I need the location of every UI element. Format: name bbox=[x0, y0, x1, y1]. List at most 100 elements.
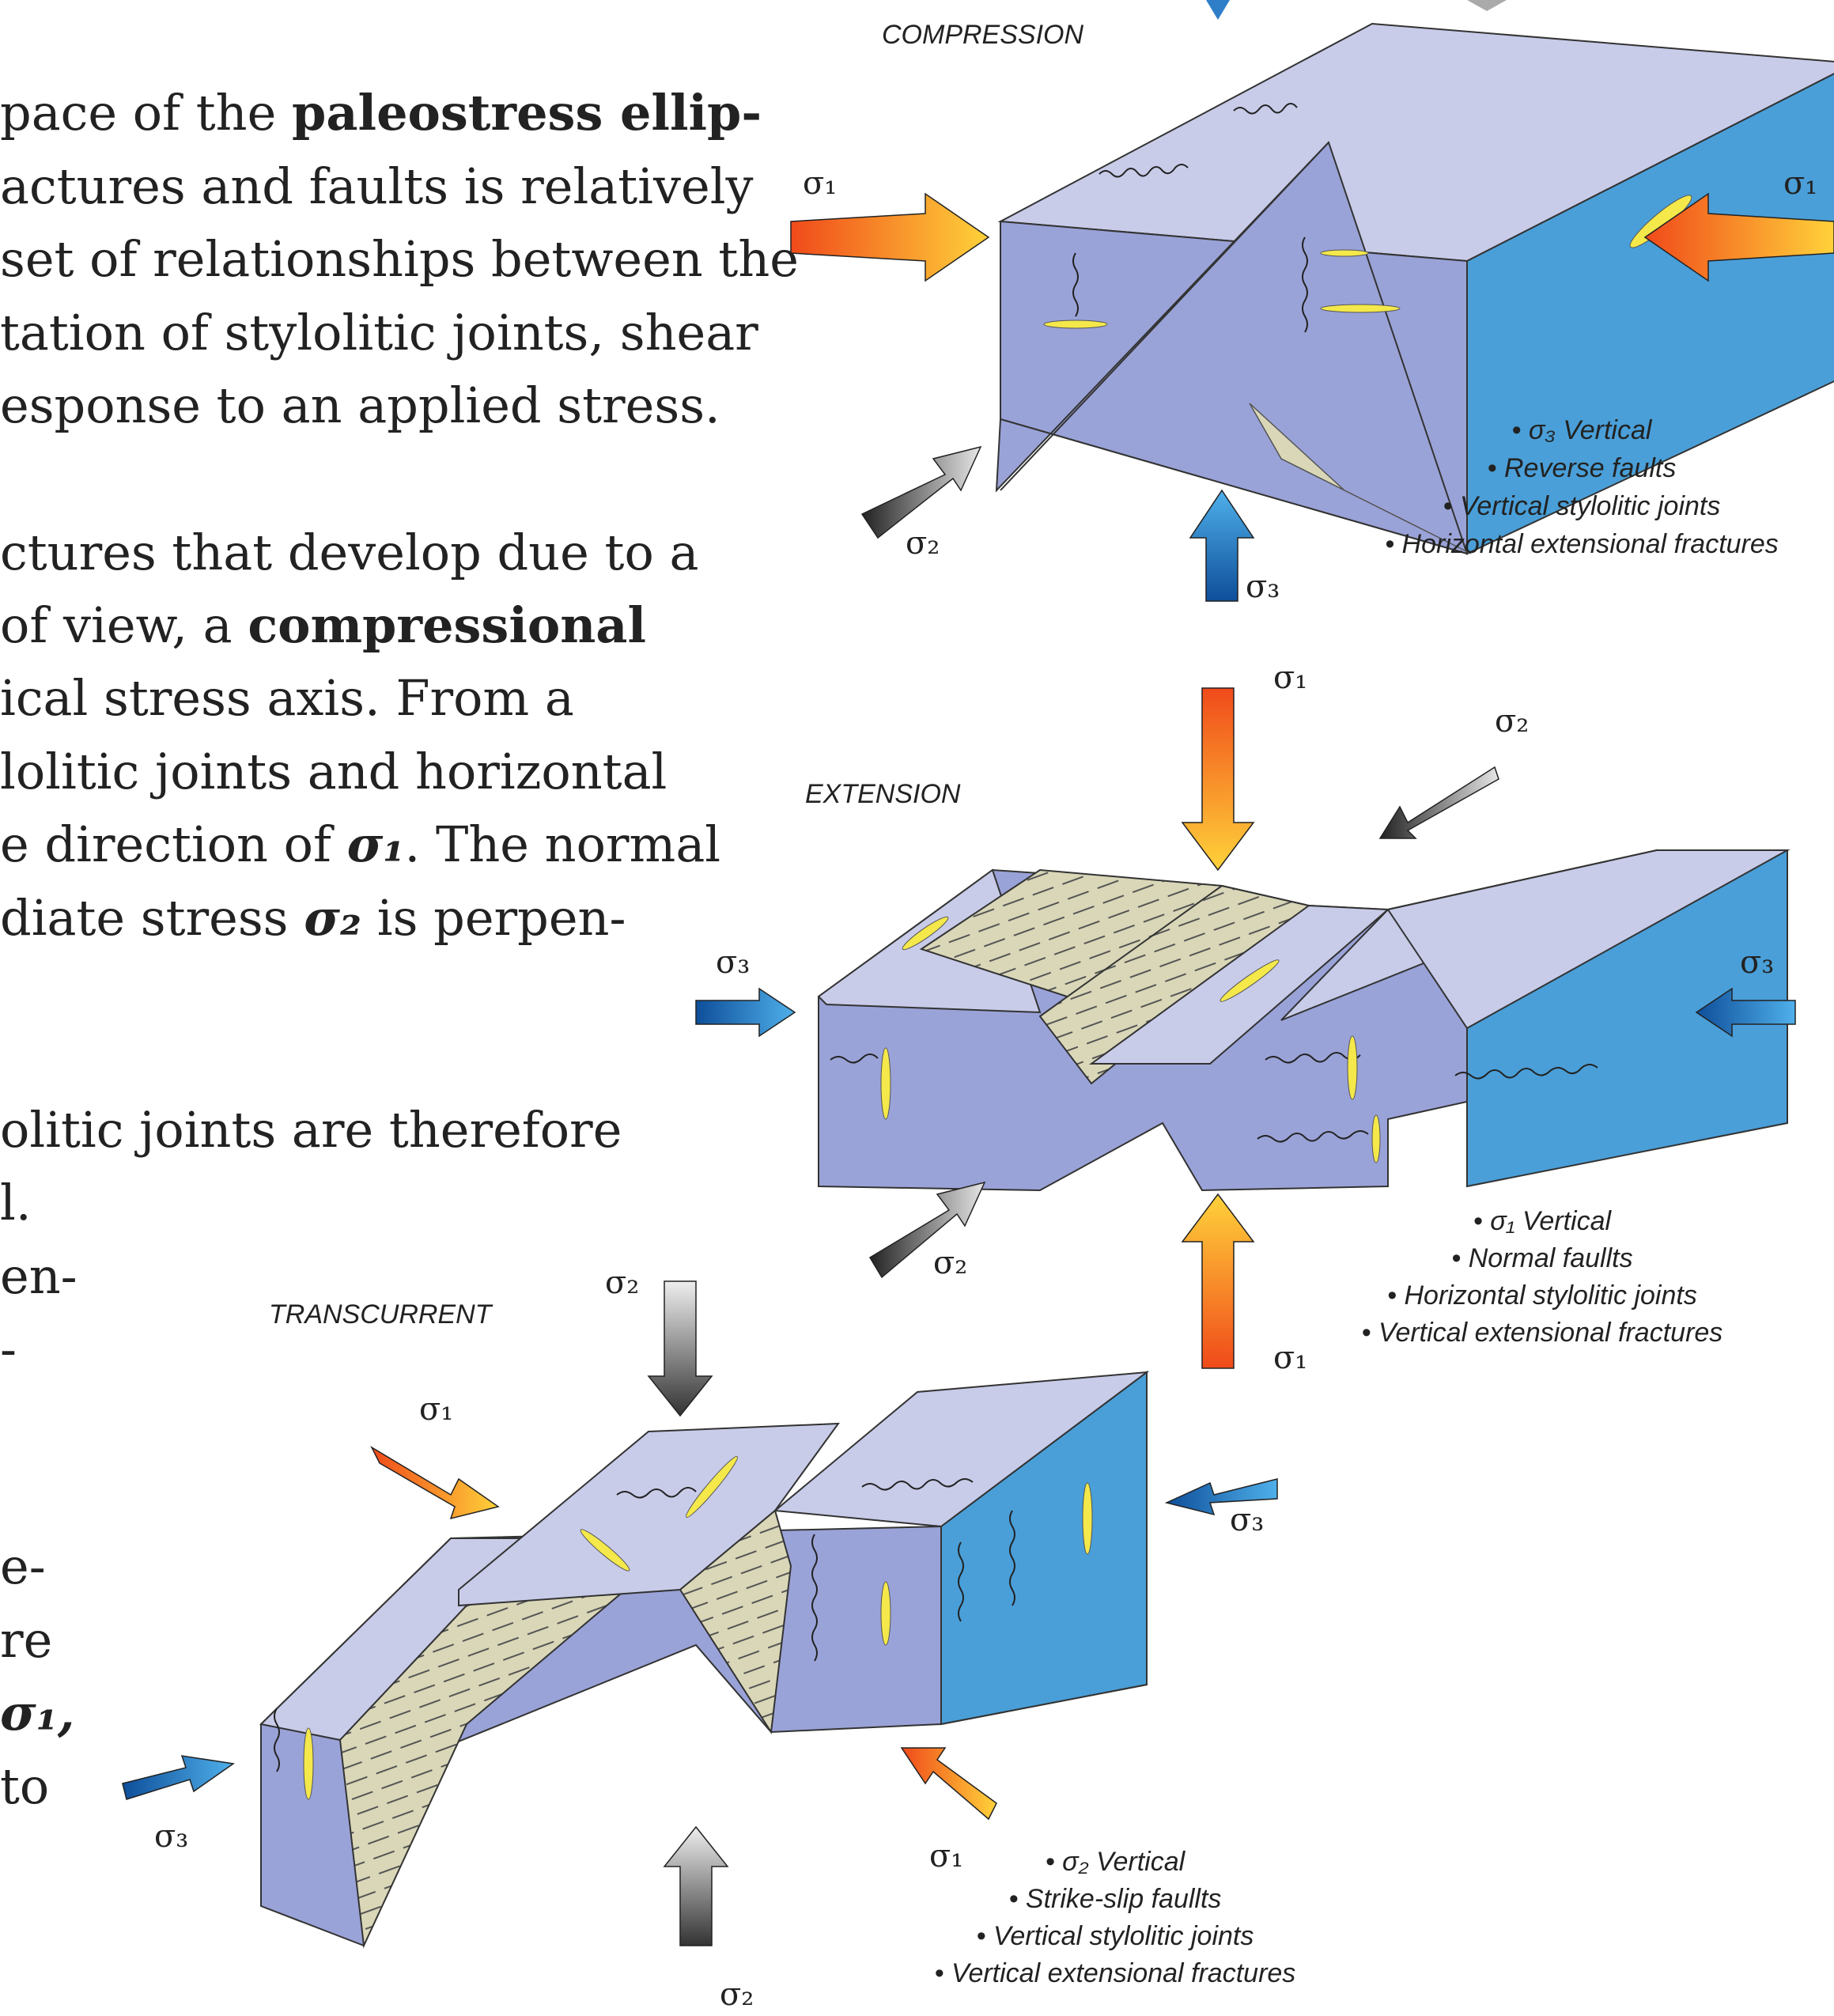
stylolite bbox=[811, 1534, 818, 1662]
sigma3-label: σ₃ bbox=[1230, 1502, 1264, 1538]
fracture bbox=[1220, 959, 1280, 1002]
text-line: re bbox=[0, 1611, 53, 1669]
fracture bbox=[686, 1456, 738, 1518]
fracture bbox=[1082, 1482, 1093, 1555]
fracture bbox=[902, 916, 949, 951]
text-line: σ₁, bbox=[0, 1684, 75, 1742]
fracture bbox=[1043, 320, 1108, 329]
stylolite bbox=[830, 1053, 879, 1064]
compression-title: COMPRESSION bbox=[882, 20, 1083, 50]
sigma1-bottom-arrow bbox=[1181, 1193, 1255, 1369]
sigma1-label: σ₁ bbox=[1273, 660, 1307, 696]
text-line: esponse to an applied stress. bbox=[0, 376, 720, 434]
sigma1-right-arrow bbox=[1643, 192, 1834, 282]
stylolite bbox=[1454, 1064, 1598, 1080]
sigma2-bottom-arrow bbox=[663, 1825, 729, 1946]
sigma2-label: σ₂ bbox=[1495, 703, 1529, 739]
extension-title: EXTENSION bbox=[805, 779, 961, 809]
bullet: • Reverse faults bbox=[1488, 453, 1677, 483]
sigma1-top-arrow bbox=[1181, 687, 1255, 872]
text-line: to bbox=[0, 1757, 50, 1815]
block-top bbox=[817, 868, 1042, 1014]
block-top bbox=[773, 1371, 1150, 1528]
bullet: • σ₁ Vertical bbox=[1473, 1206, 1613, 1236]
sigma3-right-arrow bbox=[1164, 1478, 1278, 1516]
text-line: olitic joints are therefore bbox=[0, 1101, 622, 1159]
fault-plane bbox=[679, 1509, 792, 1734]
stylolite bbox=[1302, 236, 1308, 333]
text-line: pace of the paleostress ellip- bbox=[0, 84, 762, 142]
text-line: l. bbox=[0, 1174, 32, 1231]
stylolite bbox=[274, 1708, 280, 1772]
sigma1-label: σ₁ bbox=[419, 1391, 453, 1428]
sigma2-arrow-tip bbox=[1467, 0, 1507, 11]
fracture bbox=[1347, 1035, 1358, 1100]
text-line: lolitic joints and horizontal bbox=[0, 743, 667, 800]
text-line: tation of stylolitic joints, shear bbox=[0, 304, 758, 361]
sigma1-label: σ₁ bbox=[929, 1838, 963, 1874]
sigma2-top-arrow bbox=[647, 1280, 713, 1417]
sigma2-label: σ₂ bbox=[933, 1245, 967, 1281]
transcurrent-bullets: • σ₂ Vertical • Strike-slip faullts • Ve… bbox=[935, 1847, 1296, 1988]
bullet: • Vertical stylolitic joints bbox=[1443, 491, 1721, 521]
sigma3-left-arrow bbox=[122, 1755, 235, 1800]
stylolite bbox=[861, 1478, 974, 1491]
sigma3-arrow-tip bbox=[1206, 0, 1230, 20]
extension-diagram: EXTENSION σ₁ σ₁ σ₂ σ₂ σ₃ σ₃ • σ₁ Vertica… bbox=[695, 660, 1796, 1376]
fracture bbox=[1320, 249, 1369, 257]
block-top bbox=[1386, 849, 1791, 1030]
sigma2-label: σ₂ bbox=[605, 1265, 639, 1301]
sigma3-label: σ₃ bbox=[1246, 569, 1280, 605]
text-line: - bbox=[0, 1320, 17, 1378]
text-line: diate stress σ₂ is perpen- bbox=[0, 889, 626, 947]
sigma3-label: σ₃ bbox=[154, 1818, 188, 1855]
fault-plane bbox=[1038, 884, 1311, 1085]
bullet: • Vertical extensional fractures bbox=[935, 1958, 1296, 1988]
sigma3-label: σ₃ bbox=[1740, 944, 1774, 981]
stylolite bbox=[616, 1487, 697, 1499]
sigma2-bottom-arrow bbox=[868, 1181, 986, 1279]
fault-wedge bbox=[995, 141, 1469, 555]
sigma3-left-arrow bbox=[695, 987, 796, 1038]
bullet: • σ₂ Vertical bbox=[1046, 1847, 1186, 1877]
bullet: • Vertical extensional fractures bbox=[1362, 1318, 1723, 1348]
fracture bbox=[1371, 1114, 1381, 1163]
sigma1-label: σ₁ bbox=[1273, 1340, 1307, 1376]
sigma1-label: σ₁ bbox=[1783, 165, 1817, 202]
text-line: e- bbox=[0, 1538, 46, 1595]
sigma2-label: σ₂ bbox=[906, 525, 940, 562]
stylolite bbox=[1265, 1052, 1361, 1064]
text-line: of view, a compressional bbox=[0, 596, 647, 654]
fracture bbox=[1320, 304, 1401, 313]
bullet: • Normal faullts bbox=[1451, 1243, 1632, 1273]
fracture bbox=[303, 1727, 314, 1800]
sigma3-label: σ₃ bbox=[716, 944, 750, 981]
sigma3-arrow bbox=[1189, 489, 1255, 602]
compression-bullets: • σ₃ Vertical • Reverse faults • Vertica… bbox=[1385, 415, 1779, 559]
sigma2-top-arrow bbox=[1378, 766, 1499, 839]
stylolite bbox=[1072, 252, 1079, 317]
bullet: • Horizontal extensional fractures bbox=[1385, 529, 1779, 559]
sigma1-label: σ₁ bbox=[803, 165, 837, 202]
stylolite bbox=[1257, 1130, 1369, 1143]
extension-bullets: • σ₁ Vertical • Normal faullts • Horizon… bbox=[1362, 1206, 1723, 1348]
text-line: actures and faults is relatively bbox=[0, 157, 754, 215]
sigma1-left-arrow bbox=[790, 192, 990, 282]
bullet: • Strike-slip faullts bbox=[1009, 1884, 1222, 1914]
sigma2-arrow bbox=[860, 445, 982, 539]
bullet: • Vertical stylolitic joints bbox=[977, 1921, 1254, 1951]
fracture bbox=[580, 1529, 630, 1572]
text-line: ical stress axis. From a bbox=[0, 669, 574, 727]
text-line: set of relationships between the bbox=[0, 230, 799, 288]
fracture bbox=[880, 1047, 891, 1120]
transcurrent-title: TRANSCURRENT bbox=[269, 1299, 493, 1330]
sigma1-top-arrow bbox=[370, 1446, 500, 1520]
stylolite bbox=[958, 1541, 964, 1622]
sigma2-label: σ₂ bbox=[720, 1976, 754, 2013]
stylolite bbox=[1233, 103, 1298, 115]
transcurrent-diagram: TRANSCURRENT σ₂ σ₂ σ₁ σ₁ σ₃ σ₃ • σ₂ Vert bbox=[122, 1265, 1296, 2013]
fracture bbox=[880, 1581, 891, 1646]
bullet: • Horizontal stylolitic joints bbox=[1387, 1280, 1697, 1311]
bullet: • σ₃ Vertical bbox=[1512, 415, 1653, 445]
